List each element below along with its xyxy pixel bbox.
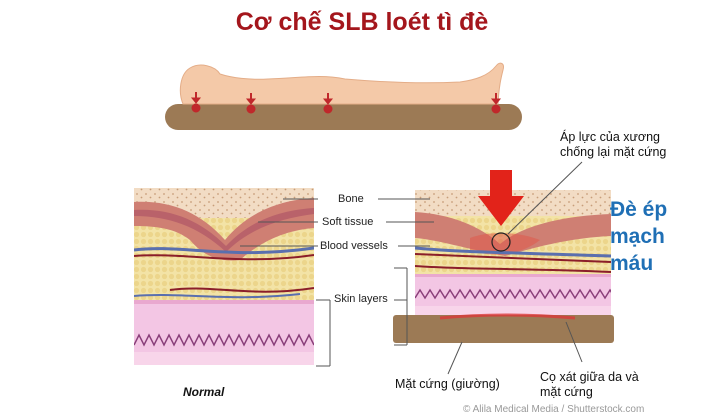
label-bone: Bone — [338, 193, 364, 205]
label-blood-vessels: Blood vessels — [320, 240, 388, 252]
soft-tissue-layer — [134, 198, 314, 261]
label-normal: Normal — [183, 385, 225, 399]
bed-top — [165, 104, 522, 130]
annotation-friction-line2: mặt cứng — [540, 385, 593, 399]
label-soft-tissue: Soft tissue — [322, 216, 374, 228]
image-credit: © Alila Medical Media / Shutterstock.com — [463, 404, 645, 415]
annotation-friction-line1: Cọ xát giữa da và — [540, 370, 639, 384]
annotation-compress-line1: Đè ép — [610, 198, 668, 221]
compressed-tissue-section — [415, 190, 611, 320]
annotation-compress-line2: mạch — [610, 225, 665, 248]
leader-lines — [240, 161, 583, 375]
annotation-hard-surface: Mặt cứng (giường) — [395, 377, 500, 391]
annotation-compress-line3: máu — [610, 252, 654, 275]
patient-body — [179, 62, 504, 105]
compression-circle — [491, 232, 511, 252]
skin-papillae — [134, 333, 314, 347]
annotation-pressure: Áp lực của xương chống lại mặt cứng — [560, 130, 666, 160]
annotation-friction: Cọ xát giữa da và mặt cứng — [540, 370, 639, 400]
pressure-arrow — [478, 170, 524, 226]
blood-vessel — [134, 246, 314, 255]
normal-tissue-section — [134, 188, 314, 365]
page-title: Cơ chế SLB loét tì đè — [235, 8, 489, 36]
blood-vessel — [169, 287, 314, 293]
label-skin-layers: Skin layers — [334, 293, 388, 305]
annotation-pressure-line1: Áp lực của xương — [560, 130, 660, 144]
pressure-points — [190, 92, 502, 114]
hard-surface-block — [393, 315, 614, 343]
patient-illustration — [165, 62, 522, 130]
blood-vessel — [134, 254, 314, 261]
blood-vessel — [134, 293, 301, 299]
annotation-compress-vessels: Đè ép mạch máu — [610, 196, 667, 277]
annotation-pressure-line2: chống lại mặt cứng — [560, 145, 667, 159]
friction-red-spot — [439, 313, 576, 320]
